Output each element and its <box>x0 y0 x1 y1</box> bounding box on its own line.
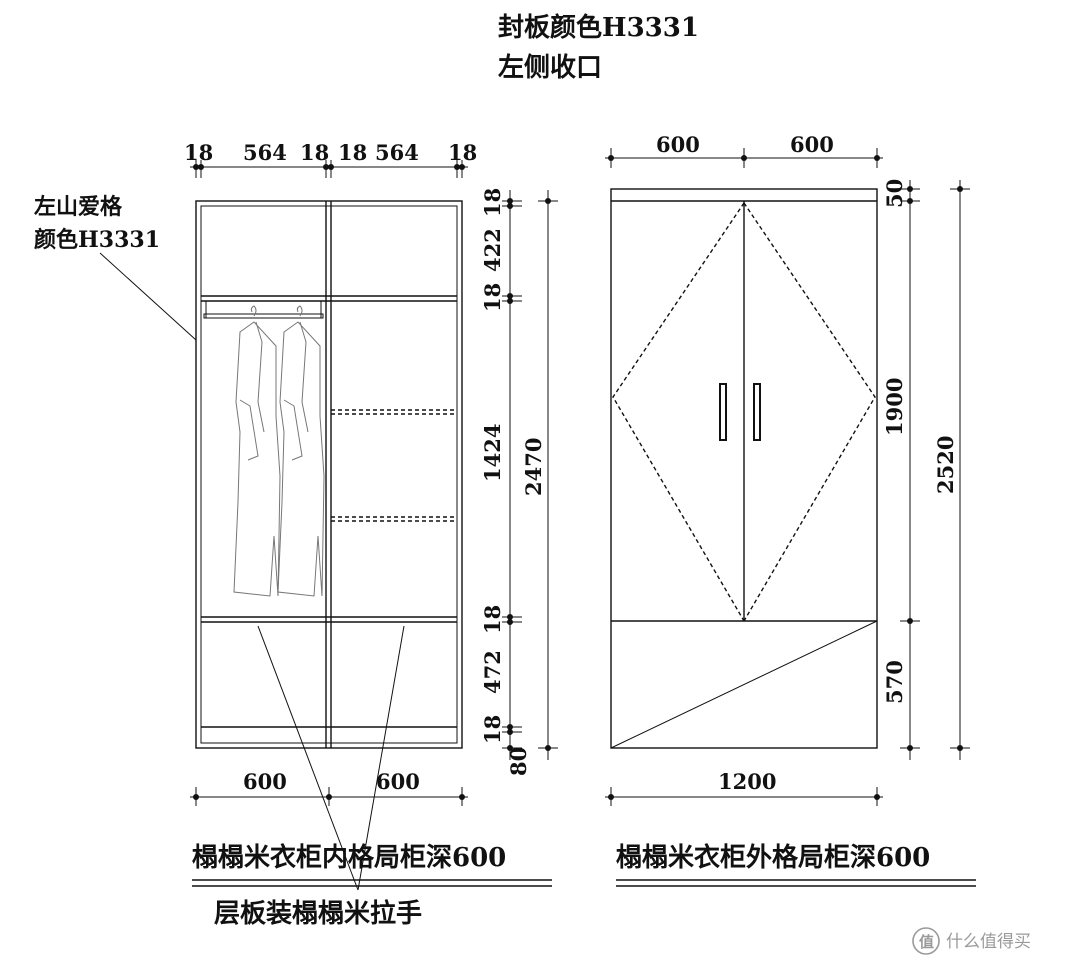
interior-elevation <box>195 200 463 749</box>
dim-exterior-50: 50 <box>882 179 907 208</box>
door-handle-right-icon <box>753 383 761 441</box>
dim-right-422: 422 <box>480 228 505 272</box>
svg-text:值: 值 <box>919 933 934 951</box>
right-bottom-dimension: 1200 <box>605 769 883 806</box>
dim-top-18-a: 18 <box>184 140 213 165</box>
side-note-line-1: 左山爱格 <box>34 194 123 220</box>
left-top-dimension-chain: 18 564 18 18 564 18 <box>184 140 477 178</box>
handle-leader-a <box>257 625 359 891</box>
dim-top-18-d: 18 <box>448 140 477 165</box>
side-note-leader <box>99 252 197 341</box>
dim-bottom-600-a: 600 <box>243 769 287 794</box>
dim-right-top-600-a: 600 <box>656 132 700 157</box>
left-right-dimension-chain: 18 422 18 1424 18 472 18 80 2470 <box>480 188 558 776</box>
left-bottom-dimension-chain: 600 600 <box>190 769 468 806</box>
left-subtitle: 层板装榻榻米拉手 <box>214 898 422 929</box>
right-top-dimension-chain: 600 600 <box>605 132 883 168</box>
dim-right-top-600-b: 600 <box>790 132 834 157</box>
hanging-clothes-icon <box>233 305 325 597</box>
side-note-line-2: 颜色H3331 <box>34 227 160 253</box>
door-handle-left-icon <box>719 383 727 441</box>
dim-top-18-c: 18 <box>338 140 367 165</box>
right-side-dimension-chain: 50 1900 570 2520 <box>882 179 970 760</box>
right-title: 榻榻米衣柜外格局柜深600 <box>616 842 930 873</box>
left-title: 榻榻米衣柜内格局柜深600 <box>192 842 506 873</box>
dim-top-18-b: 18 <box>300 140 329 165</box>
dim-exterior-total-2520: 2520 <box>933 436 958 494</box>
watermark-text: 什么值得买 <box>946 932 1031 952</box>
dim-right-18-c: 18 <box>480 605 505 634</box>
dim-exterior-1200: 1200 <box>718 769 776 794</box>
dim-top-564-b: 564 <box>375 140 419 165</box>
dim-right-472: 472 <box>480 650 505 694</box>
dim-right-1424: 1424 <box>480 424 505 482</box>
header-line-2: 左侧收口 <box>498 53 602 83</box>
dim-right-18-b: 18 <box>480 283 505 312</box>
dim-top-564-a: 564 <box>243 140 287 165</box>
handle-leader-b <box>357 625 405 891</box>
exterior-elevation <box>610 188 878 749</box>
dim-exterior-570: 570 <box>882 660 907 704</box>
dim-total-2470: 2470 <box>521 438 546 496</box>
dim-right-18-a: 18 <box>480 188 505 217</box>
watermark: 值 什么值得买 <box>912 927 1031 955</box>
dim-exterior-1900: 1900 <box>882 378 907 436</box>
dim-right-18-d: 18 <box>480 715 505 744</box>
zhi-logo-icon <box>912 927 940 955</box>
header-line-1: 封板颜色H3331 <box>498 12 699 43</box>
dim-bottom-600-b: 600 <box>376 769 420 794</box>
dim-right-80: 80 <box>506 747 531 776</box>
